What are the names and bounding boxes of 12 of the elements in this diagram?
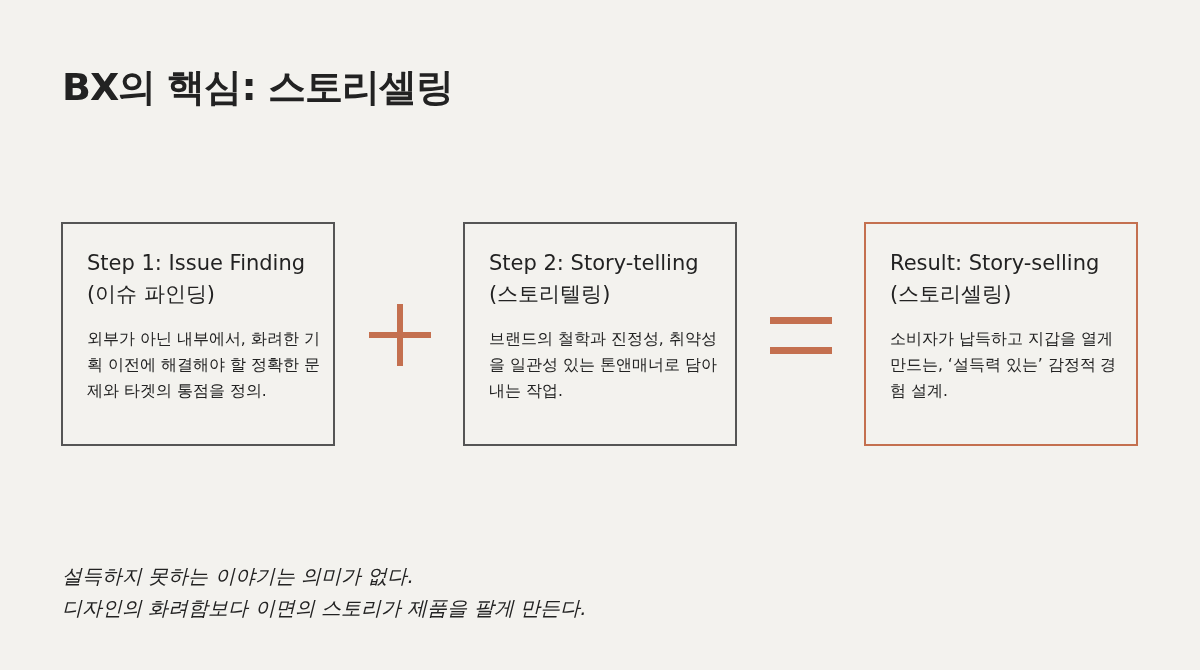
page-title: BX의 핵심: 스토리셀링	[62, 64, 453, 111]
step-heading: Step 1: Issue Finding (이슈 파인딩)	[87, 250, 307, 308]
step-box	[864, 222, 1138, 446]
quote-text: 설득하지 못하는 이야기는 의미가 없다.	[62, 563, 414, 590]
step-description: 소비자가 납득하고 지갑을 열게 만드는, ‘설득력 있는’ 감정적 경험 설계.	[890, 329, 1118, 402]
step-description: 브랜드의 철학과 진정성, 취약성을 일관성 있는 톤앤매너로 담아내는 작업.	[489, 329, 718, 402]
step-heading: Result: Story-selling (스토리셀링)	[890, 250, 1101, 308]
step-box	[61, 222, 335, 446]
quote-text: 디자인의 화려함보다 이면의 스토리가 제품을 팔게 만든다.	[62, 595, 587, 622]
step-heading: Step 2: Story-telling (스토리텔링)	[489, 250, 700, 308]
step-box	[463, 222, 737, 446]
step-description: 외부가 아닌 내부에서, 화려한 기획 이전에 해결해야 할 정확한 문제와 타겟의 통점을 정의.	[87, 329, 321, 402]
